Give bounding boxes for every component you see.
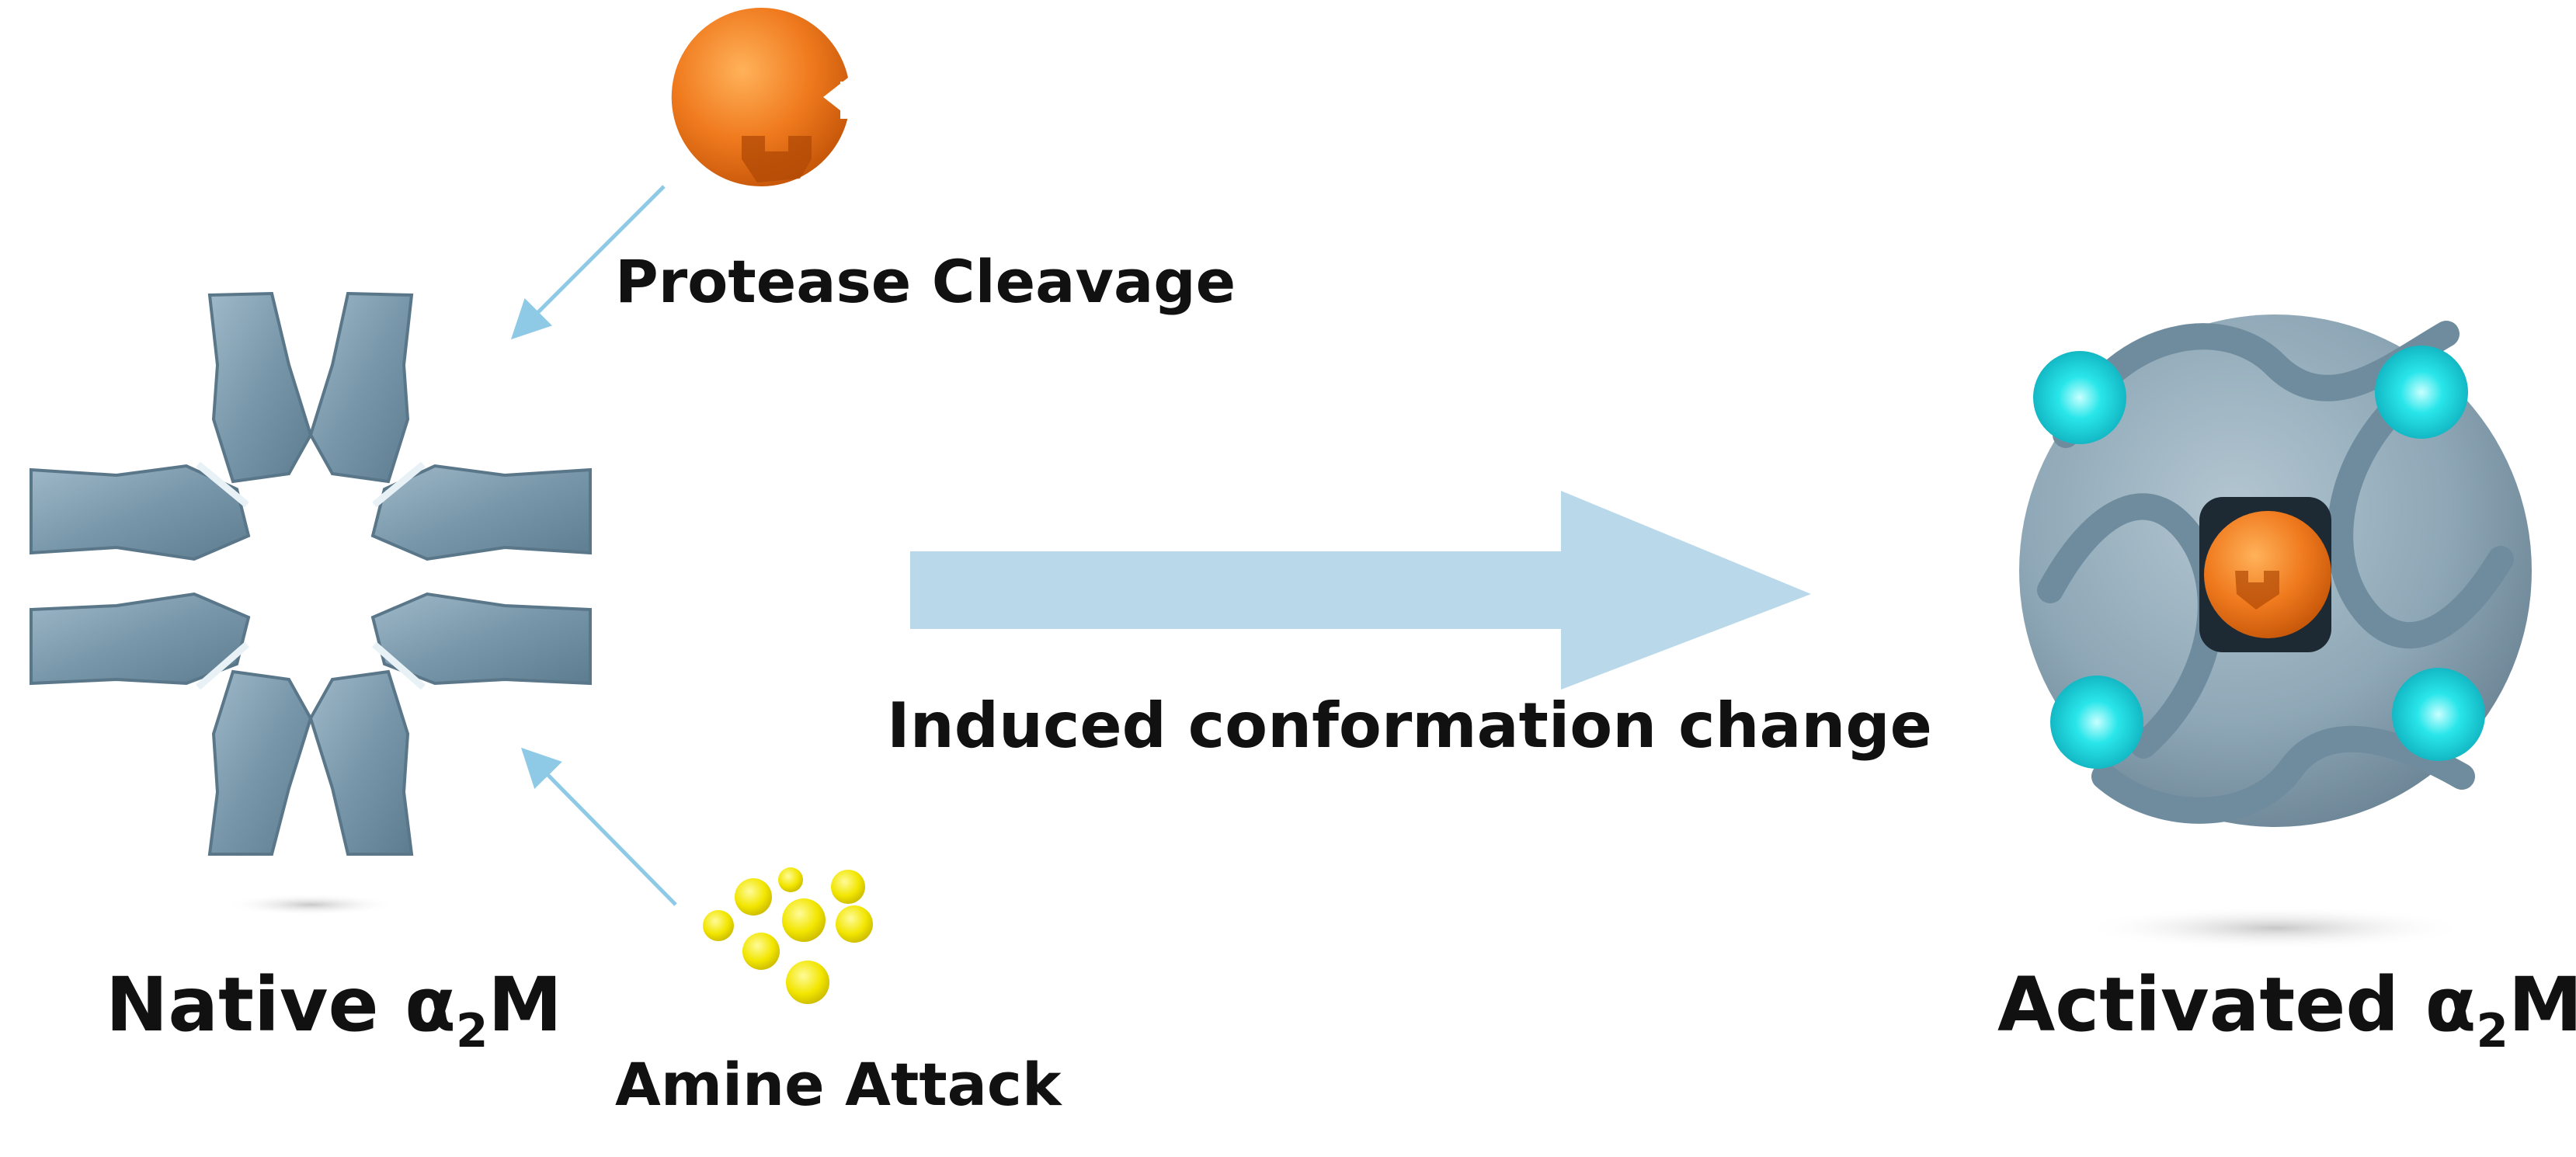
native-label-prefix: Native α	[106, 961, 456, 1048]
protease-mouth-notch	[840, 82, 860, 119]
activated-band	[2037, 493, 2224, 759]
induced-conformation-label: Induced conformation change	[887, 690, 1932, 762]
native-a2m-molecule	[30, 291, 592, 916]
activated-shadow	[2081, 906, 2470, 950]
native-shadow	[225, 894, 396, 916]
native-bond	[372, 641, 426, 690]
native-arm-top-left	[207, 291, 313, 484]
conformation-change-arrow	[910, 491, 1811, 690]
protease-cleavage-label: Protease Cleavage	[615, 247, 1236, 316]
activated-a2m-label: Activated α2M	[1997, 961, 2576, 1058]
native-arm-left-upper	[30, 464, 251, 561]
native-bond	[196, 641, 249, 690]
native-arm-bottom-left	[207, 669, 313, 856]
native-label-suffix: M	[488, 961, 562, 1048]
activated-label-suffix: M	[2508, 961, 2576, 1048]
protease-arrow	[510, 185, 666, 340]
native-bond	[196, 461, 249, 508]
amine-arrow	[520, 747, 677, 906]
native-a2m-label: Native α2M	[106, 961, 562, 1058]
binding-site-glow	[2050, 676, 2143, 769]
native-label-sub: 2	[455, 1004, 488, 1058]
native-arm-left-lower	[30, 592, 251, 686]
native-arm-bottom-right	[308, 669, 414, 856]
native-arm-right-upper	[370, 464, 592, 561]
native-arm-right-lower	[370, 592, 592, 686]
activated-band	[2091, 725, 2475, 824]
activated-label-prefix: Activated α	[1997, 961, 2477, 1048]
amine-cluster-icon	[703, 867, 873, 1004]
amine-attack-label: Amine Attack	[615, 1050, 1062, 1119]
native-arm-top-right	[308, 291, 414, 484]
native-bond	[372, 461, 426, 508]
activated-band	[2327, 383, 2514, 649]
activated-label-sub: 2	[2476, 1004, 2508, 1058]
pacman-protease-icon	[671, 7, 860, 187]
binding-site-glow	[2392, 668, 2485, 761]
binding-site-glow	[2375, 346, 2468, 439]
binding-site-glow	[2033, 351, 2126, 444]
activated-a2m-molecule	[2019, 314, 2532, 950]
